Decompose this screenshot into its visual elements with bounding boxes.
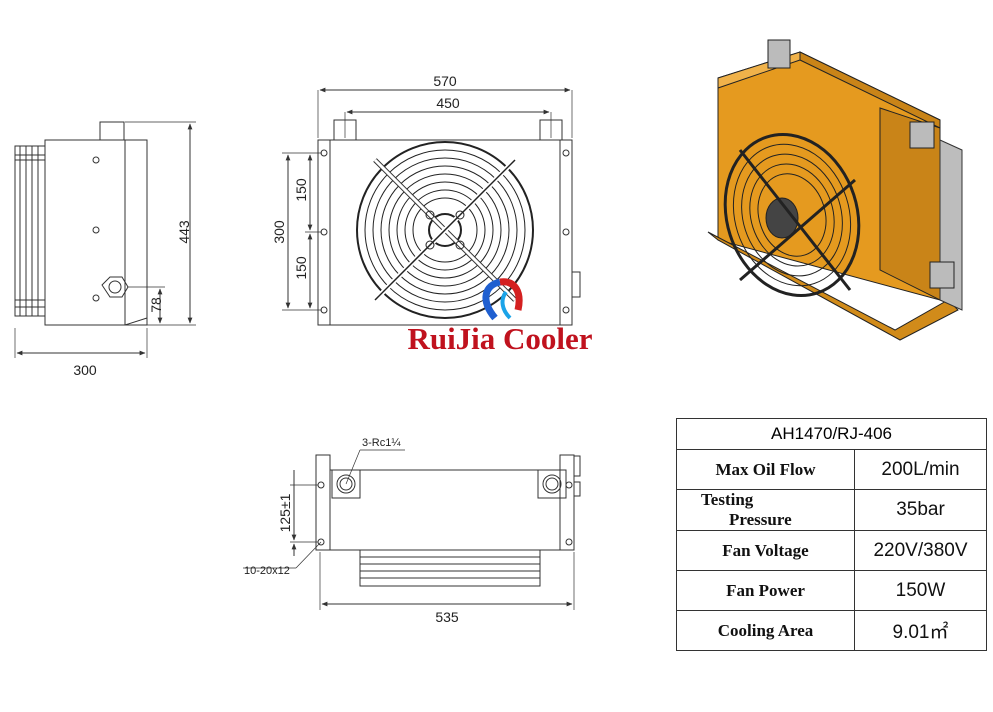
spec-value: 200L/min	[854, 449, 987, 490]
spec-label: Fan Voltage	[676, 530, 855, 571]
front-view	[282, 87, 581, 326]
dim-port-height: 78	[148, 297, 164, 313]
dim-mount-height: 125±1	[277, 493, 293, 532]
front-fan-guard	[356, 141, 534, 319]
fan-3d	[723, 132, 861, 298]
model-number: AH1470/RJ-406	[676, 418, 987, 450]
spec-label: Cooling Area	[676, 610, 855, 651]
spec-value: 35bar	[854, 489, 987, 531]
spec-row: Testing Pressure 35bar	[676, 489, 987, 531]
port-thread-label: 3-Rc1¼	[362, 437, 401, 449]
top-view-body	[329, 469, 561, 551]
spec-row: Fan Voltage 220V/380V	[676, 530, 987, 571]
spec-label: Max Oil Flow	[676, 449, 855, 490]
spec-row: Cooling Area 9.01㎡	[676, 610, 987, 651]
brand-logo-mark	[482, 278, 523, 321]
side-port-nut	[101, 276, 129, 298]
spec-value: 9.01㎡	[854, 610, 987, 651]
top-view	[243, 449, 581, 610]
spec-label: Fan Power	[676, 570, 855, 611]
spec-label-line2: Pressure	[729, 510, 792, 529]
dim-side-height: 443	[176, 220, 192, 244]
spec-row: Max Oil Flow 200L/min	[676, 449, 987, 490]
spec-model-row: AH1470/RJ-406	[676, 418, 987, 450]
spec-value: 220V/380V	[854, 530, 987, 571]
brand-name: RuiJia Cooler	[407, 321, 592, 356]
dim-overall-width: 570	[433, 73, 457, 89]
cooler-3d-view	[707, 39, 963, 341]
spec-table: AH1470/RJ-406 Max Oil Flow 200L/min Test…	[676, 418, 987, 651]
spec-value: 150W	[854, 570, 987, 611]
mount-hole-label: 10-20x12	[244, 565, 290, 577]
dim-overall-height: 300	[271, 220, 287, 244]
dim-upper-half: 150	[293, 178, 309, 202]
spec-label-line1: Testing	[701, 490, 754, 509]
dim-mount-width: 450	[436, 95, 460, 111]
side-view	[14, 121, 196, 358]
dim-lower-half: 150	[293, 256, 309, 280]
spec-row: Fan Power 150W	[676, 570, 987, 611]
dim-length: 535	[435, 609, 459, 625]
spec-label: Testing Pressure	[676, 489, 855, 531]
dim-side-width: 300	[73, 362, 97, 378]
